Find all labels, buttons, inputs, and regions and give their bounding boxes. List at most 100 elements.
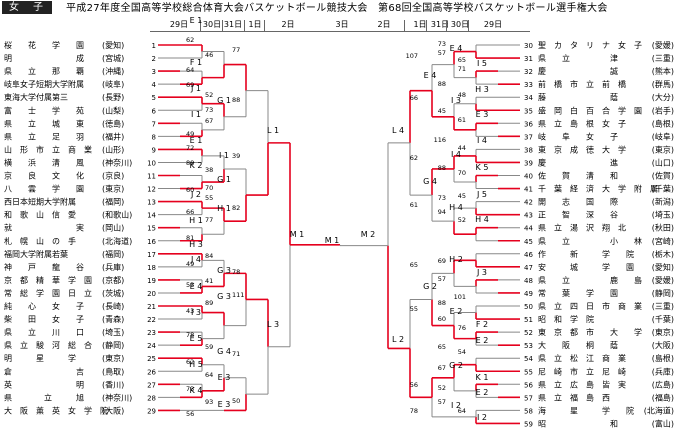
score: 49 xyxy=(186,260,194,268)
team-name: 倉 吉 xyxy=(4,366,84,376)
court-label: H 4 xyxy=(475,215,489,224)
seed-number: 10 xyxy=(147,159,156,167)
score: 69 xyxy=(438,257,446,265)
team-name: 京 都 精 華 学 園 xyxy=(4,275,92,285)
team-name: 県 立 島 根 女 子 xyxy=(538,118,626,128)
team-prefecture: (秋田) xyxy=(652,223,674,233)
score: 48 xyxy=(458,91,466,99)
seed-number: 55 xyxy=(524,368,533,376)
team-name: 横 浜 清 風 xyxy=(4,157,84,167)
team-prefecture: (愛媛) xyxy=(652,275,674,285)
score: 55 xyxy=(410,305,418,313)
seed-number: 39 xyxy=(524,159,533,167)
team-prefecture: (島根) xyxy=(652,353,674,363)
team-name: 県 立 川 口 xyxy=(4,327,84,337)
team-prefecture: (埼玉) xyxy=(102,327,124,337)
seed-number: 8 xyxy=(152,133,156,141)
court-label: I 1 xyxy=(219,151,229,160)
court-label: G 1 xyxy=(217,175,231,184)
score: 89 xyxy=(205,299,213,307)
score: 65 xyxy=(458,56,466,64)
court-label: J 5 xyxy=(476,190,487,199)
team-prefecture: (岡山) xyxy=(102,223,124,233)
court-label: G 4 xyxy=(217,347,231,356)
court-label: I 1 xyxy=(191,110,201,119)
team-prefecture: (京都) xyxy=(102,275,124,285)
seed-number: 20 xyxy=(147,290,156,298)
team-prefecture: (宮崎) xyxy=(652,236,674,246)
day-label: 31日 xyxy=(223,20,243,29)
court-label: G 1 xyxy=(217,96,231,105)
score: 62 xyxy=(186,358,194,366)
score: 71 xyxy=(458,65,466,73)
team-name: 県 立 四 日 市 商 業 xyxy=(538,301,642,311)
score: 84 xyxy=(205,252,213,260)
team-prefecture: (東京) xyxy=(102,353,124,363)
team-prefecture: (山形) xyxy=(102,144,124,154)
team-name: 純 心 女 子 xyxy=(4,301,84,311)
schedule-divider xyxy=(264,20,265,32)
team-name: 県 立 小 林 xyxy=(538,236,642,246)
team-prefecture: (長崎) xyxy=(102,301,124,311)
team-prefecture: (山口) xyxy=(652,157,674,167)
team-name: 尼 崎 市 立 尼 崎 xyxy=(538,366,626,376)
team-prefecture: (岐阜) xyxy=(102,79,124,89)
seed-number: 57 xyxy=(524,394,533,402)
team-prefecture: (三重) xyxy=(652,301,674,311)
team-prefecture: (山梨) xyxy=(102,105,124,115)
score: 88 xyxy=(438,80,446,88)
score: 71 xyxy=(232,350,240,358)
court-label: E 3 xyxy=(218,400,231,409)
court-label: I 2 xyxy=(477,413,487,422)
team-name: 作 新 学 院 xyxy=(538,249,634,259)
team-name: 大 阪 薫 英 女 学 院 xyxy=(4,405,108,415)
court-label: K 1 xyxy=(476,373,489,382)
score: 88 xyxy=(232,96,240,104)
seed-number: 49 xyxy=(524,290,533,298)
schedule-divider xyxy=(404,20,405,32)
team-prefecture: (北海道) xyxy=(102,236,132,246)
team-name: 前 橋 市 立 前 橋 xyxy=(538,79,626,89)
score: 66 xyxy=(410,94,418,102)
seed-number: 58 xyxy=(524,407,533,415)
seed-number: 21 xyxy=(147,303,156,311)
team-prefecture: (佐賀) xyxy=(652,171,674,181)
seed-number: 15 xyxy=(147,225,156,233)
score: 67 xyxy=(205,117,213,125)
team-name: 大 阪 桐 蔭 xyxy=(538,340,618,350)
court-label: E 4 xyxy=(190,282,203,291)
seed-number: 42 xyxy=(524,199,533,207)
team-prefecture: (東京) xyxy=(652,144,674,154)
score: 41 xyxy=(205,277,213,285)
seed-number: 45 xyxy=(524,238,533,246)
team-prefecture: (宮城) xyxy=(102,53,124,63)
court-label: I 3 xyxy=(451,96,461,105)
score: 56 xyxy=(410,381,418,389)
court-label: H 3 xyxy=(189,240,203,249)
team-name: 八 雲 学 園 xyxy=(4,184,84,194)
team-prefecture: (新潟) xyxy=(652,197,674,207)
court-label: H 1 xyxy=(217,204,231,213)
team-prefecture: (徳島) xyxy=(102,118,124,128)
seed-number: 26 xyxy=(147,368,156,376)
court-label: G 3 xyxy=(217,292,231,301)
court-label: I 3 xyxy=(191,308,201,317)
seed-number: 51 xyxy=(524,316,533,324)
score: 43 xyxy=(186,307,194,315)
court-label: G 2 xyxy=(449,361,463,370)
score: 73 xyxy=(205,106,213,114)
score: 73 xyxy=(186,385,194,393)
seed-number: 50 xyxy=(524,303,533,311)
team-prefecture: (北海道) xyxy=(644,405,674,415)
team-prefecture: (富山) xyxy=(652,418,674,428)
team-prefecture: (青森) xyxy=(102,314,124,324)
team-name: 県 立 広 島 皆 実 xyxy=(538,379,626,389)
team-prefecture: (熊本) xyxy=(652,66,674,76)
team-name: 英 明 xyxy=(4,379,84,389)
team-prefecture: (東京) xyxy=(652,327,674,337)
court-label: M 1 xyxy=(325,236,340,245)
seed-number: 19 xyxy=(147,277,156,285)
team-prefecture: (三重) xyxy=(652,53,674,63)
team-prefecture: (福井) xyxy=(102,131,124,141)
score: 61 xyxy=(458,116,466,124)
